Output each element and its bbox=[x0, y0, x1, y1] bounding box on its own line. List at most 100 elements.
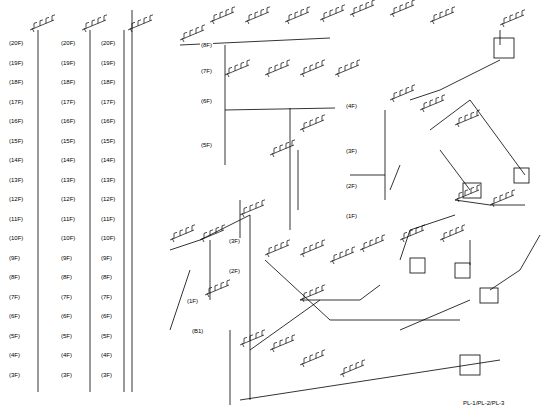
floor-label: (10F) bbox=[100, 235, 116, 242]
fixture-branch bbox=[128, 15, 153, 32]
fixture-branch bbox=[335, 60, 360, 77]
floor-label: (16F) bbox=[100, 118, 116, 125]
floor-label: (8F) bbox=[200, 42, 213, 49]
fixture-branch bbox=[455, 185, 480, 202]
floor-label: (14F) bbox=[60, 157, 76, 164]
floor-label: (6F) bbox=[100, 313, 113, 320]
fixture-branch bbox=[300, 115, 325, 132]
floor-label: (17F) bbox=[60, 99, 76, 106]
fixture-branch bbox=[265, 60, 290, 77]
floor-label: (18F) bbox=[60, 79, 76, 86]
floor-label: (6F) bbox=[8, 313, 21, 320]
fixture-branch bbox=[430, 7, 455, 24]
floor-label: (19F) bbox=[60, 60, 76, 67]
fixture-branch bbox=[390, 85, 415, 102]
floor-label: (8F) bbox=[8, 274, 21, 281]
fixture-branch bbox=[240, 330, 265, 347]
floor-label: (14F) bbox=[100, 157, 116, 164]
fixture-branch bbox=[265, 240, 290, 257]
floor-label: (2F) bbox=[228, 268, 241, 275]
floor-label: (5F) bbox=[60, 333, 73, 340]
floor-label: (14F) bbox=[8, 157, 24, 164]
floor-label: (11F) bbox=[60, 216, 76, 223]
fixture-branch bbox=[320, 5, 345, 22]
fixture-branches bbox=[30, 0, 525, 377]
fixture-branch bbox=[420, 95, 445, 112]
fixture-branch bbox=[205, 280, 230, 297]
fixture-branch bbox=[500, 10, 525, 27]
fixture-branch bbox=[455, 110, 480, 127]
fixture-branch bbox=[400, 225, 425, 242]
fixture-branch bbox=[300, 285, 325, 302]
floor-label: (6F) bbox=[200, 98, 213, 105]
floor-label: (19F) bbox=[100, 60, 116, 67]
floor-label: (15F) bbox=[60, 138, 76, 145]
fixture-branch bbox=[390, 0, 415, 17]
fixture-branch bbox=[440, 225, 465, 242]
fixture-branch bbox=[200, 225, 225, 242]
floor-label: (5F) bbox=[200, 142, 213, 149]
floor-label: (16F) bbox=[8, 118, 24, 125]
floor-label: (15F) bbox=[100, 138, 116, 145]
fixture-branch bbox=[240, 200, 265, 217]
floor-label: (18F) bbox=[100, 79, 116, 86]
floor-label: (15F) bbox=[8, 138, 24, 145]
fixture-branch bbox=[30, 15, 55, 32]
floor-label: (13F) bbox=[8, 177, 24, 184]
floor-label: (11F) bbox=[100, 216, 116, 223]
floor-label: (3F) bbox=[100, 372, 113, 379]
floor-label: (7F) bbox=[100, 294, 113, 301]
fixture-branch bbox=[180, 25, 205, 42]
floor-label: (11F) bbox=[8, 216, 24, 223]
floor-label: (B1) bbox=[191, 328, 204, 335]
pipe-lines bbox=[38, 10, 540, 405]
floor-label: (6F) bbox=[60, 313, 73, 320]
floor-label: (7F) bbox=[60, 294, 73, 301]
floor-label: (8F) bbox=[60, 274, 73, 281]
floor-label: PL-1/PL-2/PL-3 bbox=[462, 400, 505, 407]
floor-label: (17F) bbox=[8, 99, 24, 106]
floor-label: (7F) bbox=[200, 68, 213, 75]
fixture-branch bbox=[300, 60, 325, 77]
floor-label: (18F) bbox=[8, 79, 24, 86]
floor-label: (9F) bbox=[100, 255, 113, 262]
fixture-branch bbox=[285, 7, 310, 24]
fixture-branch bbox=[300, 350, 325, 367]
floor-label: (12F) bbox=[100, 196, 116, 203]
fixture-branch bbox=[270, 335, 295, 352]
floor-label: (9F) bbox=[60, 255, 73, 262]
floor-label: (10F) bbox=[60, 235, 76, 242]
floor-label: (19F) bbox=[8, 60, 24, 67]
floor-label: (17F) bbox=[100, 99, 116, 106]
floor-label: (13F) bbox=[100, 177, 116, 184]
floor-label: (12F) bbox=[60, 196, 76, 203]
floor-label: (5F) bbox=[8, 333, 21, 340]
floor-label: (9F) bbox=[8, 255, 21, 262]
floor-label: (20F) bbox=[100, 40, 116, 47]
fixture-branch bbox=[225, 60, 250, 77]
floor-label: (2F) bbox=[345, 183, 358, 190]
floor-label: (3F) bbox=[345, 148, 358, 155]
equipment-boxes bbox=[410, 38, 529, 375]
floor-label: (4F) bbox=[100, 352, 113, 359]
floor-label: (1F) bbox=[345, 213, 358, 220]
floor-label: (16F) bbox=[60, 118, 76, 125]
fixture-branch bbox=[170, 225, 195, 242]
fixture-branch bbox=[340, 360, 365, 377]
floor-label: (20F) bbox=[60, 40, 76, 47]
floor-label: (3F) bbox=[228, 238, 241, 245]
fixture-branch bbox=[300, 240, 325, 257]
floor-label: (4F) bbox=[345, 103, 358, 110]
floor-label: (12F) bbox=[8, 196, 24, 203]
fixture-branch bbox=[360, 235, 385, 252]
fixture-branch bbox=[330, 247, 355, 264]
fixture-branch bbox=[490, 190, 515, 207]
fixture-branch bbox=[82, 15, 107, 32]
floor-label: (7F) bbox=[8, 294, 21, 301]
floor-label: (3F) bbox=[60, 372, 73, 379]
floor-label: (10F) bbox=[8, 235, 24, 242]
fixture-branch bbox=[350, 0, 375, 17]
floor-label: (4F) bbox=[60, 352, 73, 359]
